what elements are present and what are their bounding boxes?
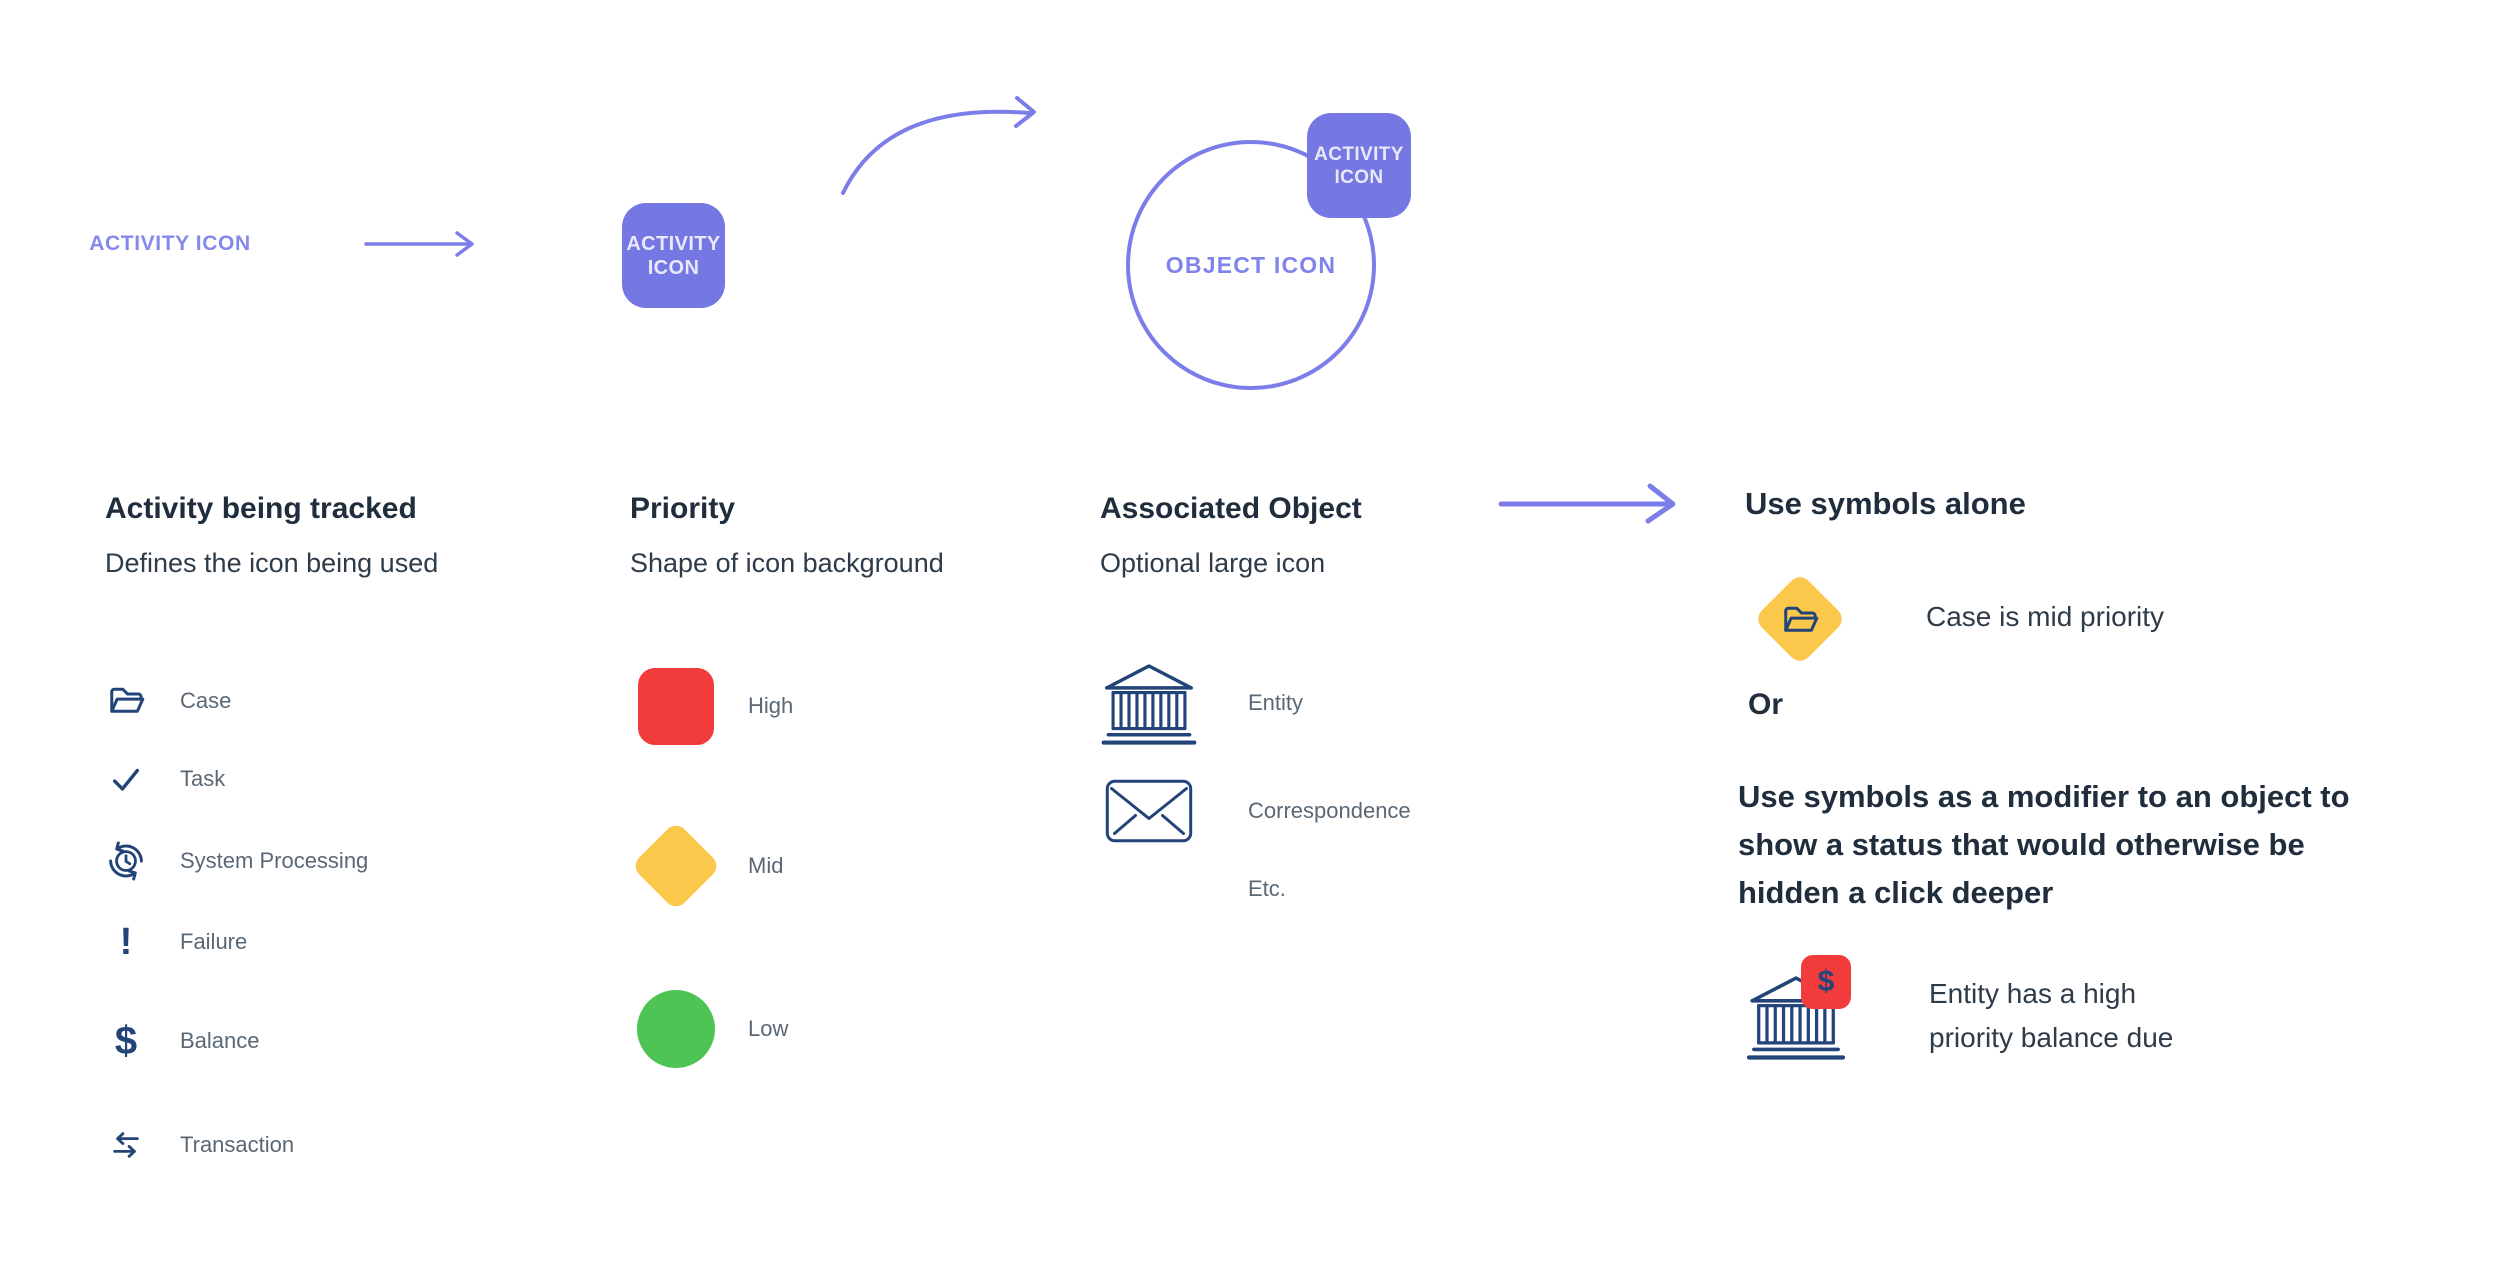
activity-icon-placeholder-label: ACTIVITY ICON <box>89 232 251 255</box>
column-title-associated-object: Associated Object <box>1100 492 1362 525</box>
list-item-system-processing: System Processing <box>104 839 368 883</box>
list-item-case: Case <box>104 679 231 723</box>
entity-with-balance-badge-symbol: $ <box>1744 949 1868 1063</box>
priority-item-low: Low <box>633 989 788 1069</box>
priority-item-high: High <box>633 666 793 746</box>
curved-arrow-icon <box>841 96 1036 195</box>
priority-label: Mid <box>748 853 784 878</box>
modifier-note-line: Use symbols as a modifier to an object t… <box>1738 779 2350 814</box>
folder-open-icon <box>104 679 148 723</box>
system-processing-icon <box>104 839 148 883</box>
object-item-entity: Entity <box>1097 659 1303 747</box>
arrow-right-icon <box>364 231 474 257</box>
activity-icon-square: ACTIVITY ICON <box>622 203 725 308</box>
bank-icon <box>1097 659 1201 747</box>
list-item-label: Case <box>180 688 232 713</box>
column-subtitle-activity: Defines the icon being used <box>105 548 439 578</box>
mid-priority-shape <box>630 820 722 912</box>
list-item-label: Failure <box>180 929 248 954</box>
modifier-note-line: hidden a click deeper <box>1738 875 2054 910</box>
modifier-example-caption-line: priority balance due <box>1929 1022 2174 1053</box>
object-label: Entity <box>1248 690 1304 715</box>
swap-arrows-icon <box>104 1123 148 1167</box>
use-symbols-alone-heading: Use symbols alone <box>1745 486 2026 521</box>
envelope-icon <box>1097 767 1201 855</box>
object-item-correspondence: Correspondence <box>1097 767 1411 855</box>
list-item-failure: ! Failure <box>104 920 248 964</box>
list-item-label: System Processing <box>180 848 369 873</box>
list-item-transaction: Transaction <box>104 1123 294 1167</box>
folder-open-icon <box>1784 606 1819 632</box>
dollar-icon: $ <box>114 1019 138 1063</box>
dollar-badge-label: $ <box>1817 965 1835 998</box>
activity-icon-badge-label: ACTIVITY ICON <box>1314 143 1404 188</box>
high-priority-dollar-badge: $ <box>1801 955 1851 1009</box>
list-item-label: Transaction <box>180 1132 295 1157</box>
modifier-note: Use symbols as a modifier to an object t… <box>1738 773 2350 917</box>
low-priority-shape <box>637 990 715 1068</box>
priority-item-mid: Mid <box>630 820 784 912</box>
column-subtitle-priority: Shape of icon background <box>630 548 944 578</box>
object-icon-circle: OBJECT ICON <box>1126 140 1376 390</box>
list-item-balance: $ Balance <box>104 1019 260 1063</box>
or-label: Or <box>1748 688 1784 721</box>
alone-example-caption: Case is mid priority <box>1926 601 2165 632</box>
activity-icon-square-label: ACTIVITY ICON <box>626 232 721 279</box>
activity-icon-badge: ACTIVITY ICON <box>1307 113 1411 218</box>
column-subtitle-associated-object: Optional large icon <box>1100 548 1326 578</box>
check-icon <box>104 757 148 801</box>
priority-label: High <box>748 693 794 718</box>
column-title-priority: Priority <box>630 492 736 525</box>
object-label: Etc. <box>1248 876 1286 901</box>
object-label: Correspondence <box>1248 798 1411 823</box>
exclamation-icon: ! <box>119 921 133 963</box>
list-item-label: Task <box>180 766 226 791</box>
empty-icon-cell <box>1097 845 1201 933</box>
list-item-label: Balance <box>180 1028 260 1053</box>
case-mid-priority-symbol <box>1753 572 1847 666</box>
modifier-example-caption-line: Entity has a high <box>1929 978 2137 1009</box>
object-icon-circle-label: OBJECT ICON <box>1165 251 1337 278</box>
modifier-example-caption: Entity has a high priority balance due <box>1929 972 2173 1060</box>
column-title-activity: Activity being tracked <box>105 492 417 525</box>
list-item-task: Task <box>104 757 225 801</box>
modifier-note-line: show a status that would otherwise be <box>1738 827 2305 862</box>
high-priority-shape <box>638 667 714 745</box>
object-item-etc: Etc. <box>1097 860 1286 918</box>
arrow-right-long-icon <box>1498 483 1676 524</box>
priority-label: Low <box>748 1016 789 1041</box>
